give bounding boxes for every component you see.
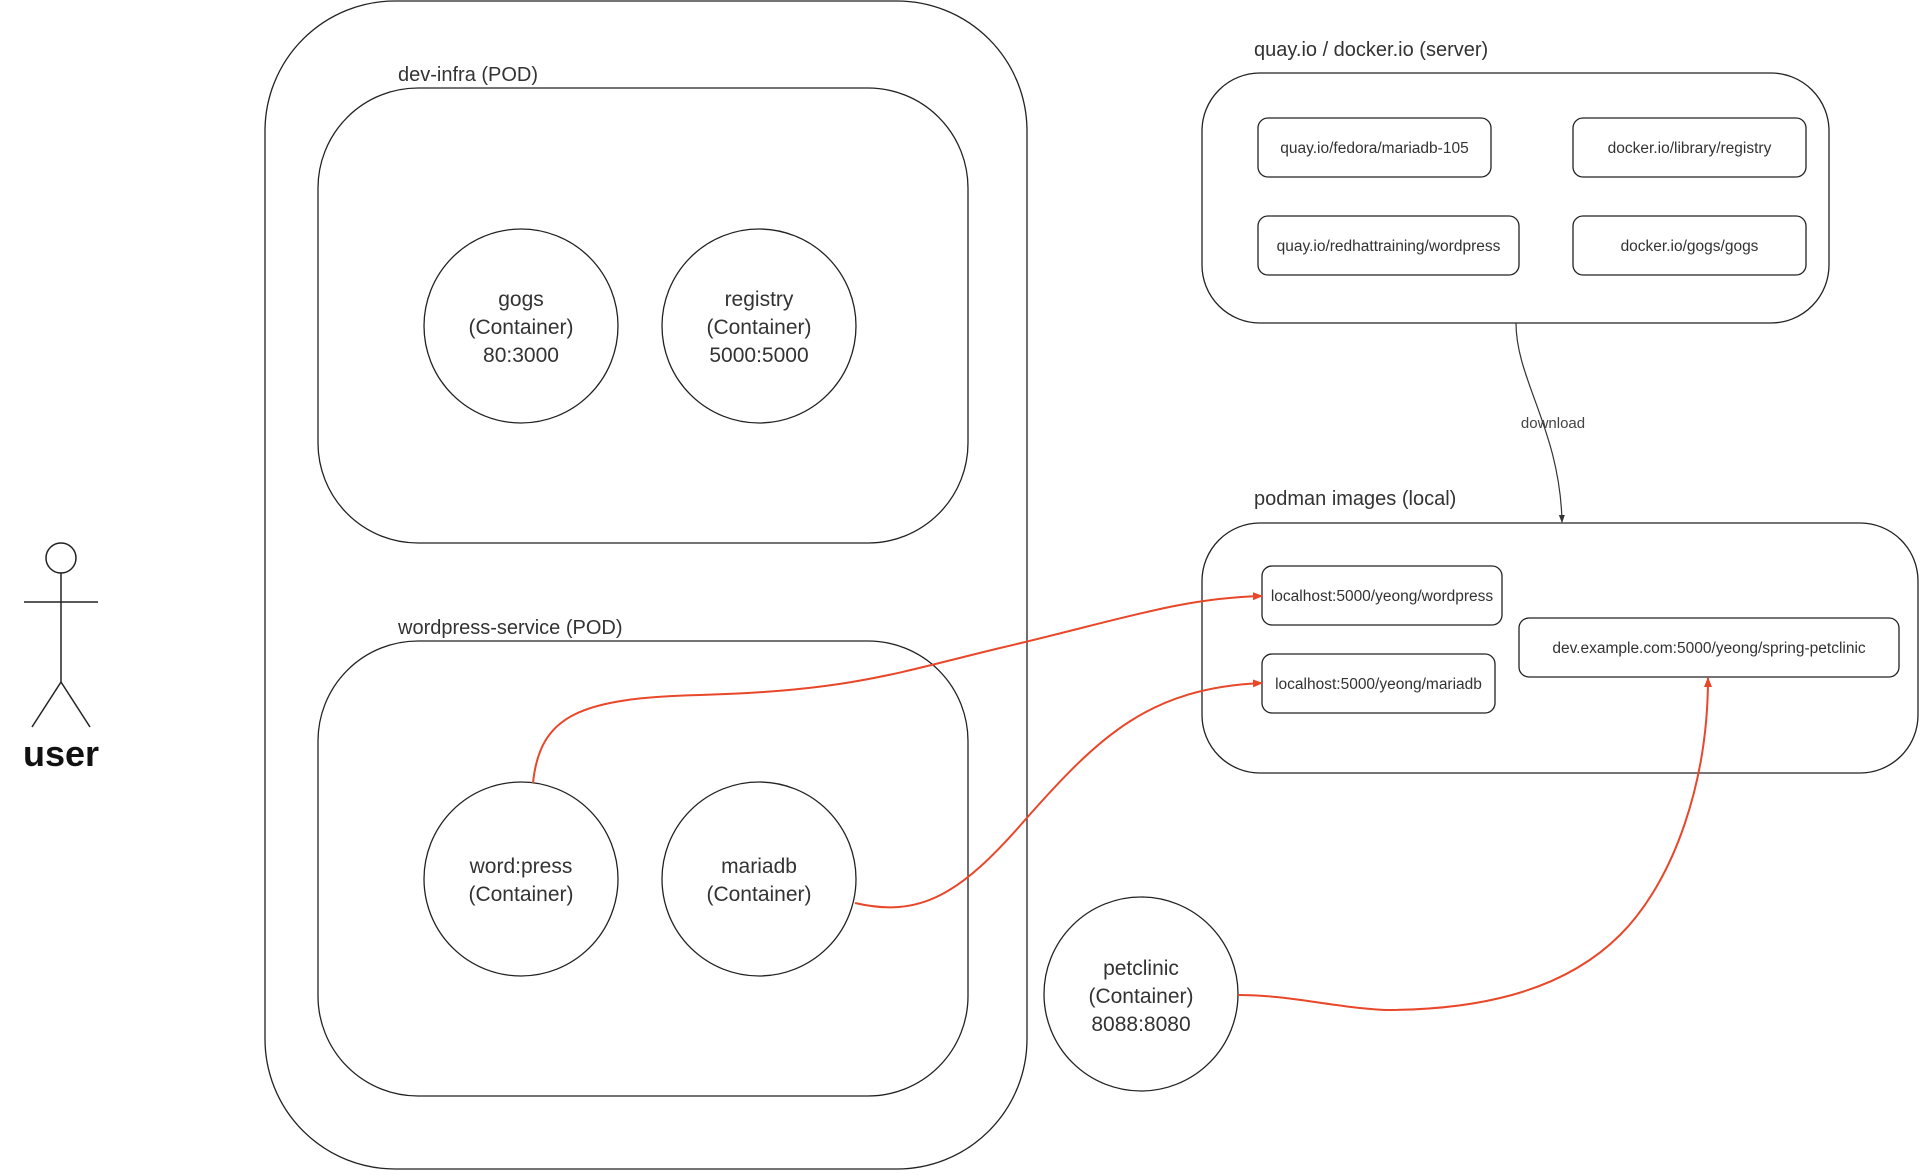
mariadb-image-edge <box>854 679 1263 909</box>
container-name: petclinic <box>1103 957 1179 980</box>
image-name: dev.example.com:5000/yeong/spring-petcli… <box>1552 640 1866 657</box>
container-name: mariadb <box>721 855 797 878</box>
pod-label-wordpress-service: wordpress-service (POD) <box>397 617 622 639</box>
container-circle <box>423 228 619 424</box>
container-gogs: gogs (Container) 80:3000 <box>423 228 619 424</box>
container-name: registry <box>725 288 794 311</box>
container-wordpress: word:press (Container) <box>423 781 619 977</box>
image-box-frame <box>1572 117 1807 178</box>
pod-box-wordpress-service <box>317 640 969 1097</box>
image-box-frame <box>1518 617 1900 678</box>
download-edge <box>1515 322 1565 523</box>
container-ports: 80:3000 <box>483 344 559 367</box>
image-box-frame <box>1257 117 1492 178</box>
image-box: localhost:5000/yeong/mariadb <box>1261 653 1496 714</box>
container-type: (Container) <box>468 316 573 339</box>
container-circle <box>661 781 857 977</box>
petclinic-image-edge <box>1237 677 1712 1012</box>
pod-label-dev-infra: dev-infra (POD) <box>398 64 538 86</box>
image-box: docker.io/gogs/gogs <box>1572 215 1807 276</box>
image-box-frame <box>1257 215 1520 276</box>
container-type: (Container) <box>706 316 811 339</box>
actor-head <box>45 542 77 574</box>
download-edge-label: download <box>1521 415 1585 432</box>
registry-server-label: quay.io / docker.io (server) <box>1254 39 1488 61</box>
pod-box-dev-infra <box>317 87 969 544</box>
image-name: quay.io/redhattraining/wordpress <box>1277 238 1501 255</box>
image-box: localhost:5000/yeong/wordpress <box>1261 565 1503 626</box>
local-images: podman images (local) localhost:5000/yeo… <box>1201 488 1919 774</box>
container-petclinic: petclinic (Container) 8088:8080 <box>1043 896 1239 1092</box>
image-box: docker.io/library/registry <box>1572 117 1807 178</box>
container-name: gogs <box>498 288 544 311</box>
image-box-frame <box>1572 215 1807 276</box>
image-box: dev.example.com:5000/yeong/spring-petcli… <box>1518 617 1900 678</box>
actor-right-leg <box>60 681 91 728</box>
container-ports: 8088:8080 <box>1091 1013 1190 1036</box>
container-type: (Container) <box>1088 985 1193 1008</box>
pod-dev-infra: dev-infra (POD) gogs (Container) 80:3000… <box>317 64 969 544</box>
pod-wordpress-service: wordpress-service (POD) word:press (Cont… <box>317 617 969 1097</box>
image-name: localhost:5000/yeong/wordpress <box>1271 588 1494 605</box>
container-registry: registry (Container) 5000:5000 <box>661 228 857 424</box>
registry-server-box <box>1201 72 1830 324</box>
container-ports: 5000:5000 <box>709 344 808 367</box>
image-box: quay.io/fedora/mariadb-105 <box>1257 117 1492 178</box>
container-type: (Container) <box>468 883 573 906</box>
wordpress-image-edge <box>532 592 1263 784</box>
image-box: quay.io/redhattraining/wordpress <box>1257 215 1520 276</box>
image-name: localhost:5000/yeong/mariadb <box>1275 676 1482 693</box>
image-name: docker.io/gogs/gogs <box>1621 238 1759 255</box>
container-circle <box>423 781 619 977</box>
registry-server: quay.io / docker.io (server) quay.io/fed… <box>1201 39 1830 324</box>
container-name: word:press <box>469 855 573 878</box>
local-images-label: podman images (local) <box>1254 488 1456 510</box>
user-actor: user <box>23 542 99 774</box>
actor-label: user <box>23 733 99 774</box>
container-type: (Container) <box>706 883 811 906</box>
actor-left-leg <box>31 681 62 728</box>
image-name: quay.io/fedora/mariadb-105 <box>1280 140 1468 157</box>
container-circle <box>661 228 857 424</box>
container-mariadb: mariadb (Container) <box>661 781 857 977</box>
image-name: docker.io/library/registry <box>1608 140 1772 157</box>
